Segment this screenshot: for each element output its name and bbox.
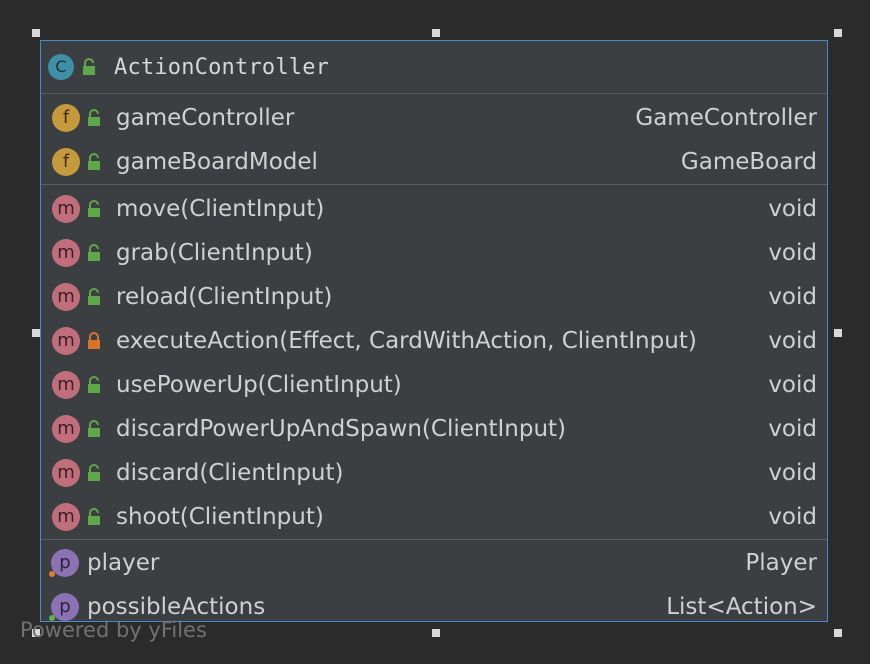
property-icon: p — [49, 593, 79, 621]
field-type: GameBoard — [680, 149, 817, 175]
resize-handle-bottom-center[interactable] — [432, 629, 440, 637]
method-return-type: void — [768, 284, 817, 310]
method-row[interactable]: m discardPowerUpAndSpawn(ClientInput) vo… — [41, 407, 827, 451]
method-name: move(ClientInput) — [116, 196, 325, 222]
method-icon: m — [52, 195, 80, 223]
method-name: usePowerUp(ClientInput) — [116, 372, 402, 398]
method-row[interactable]: m usePowerUp(ClientInput) void — [41, 363, 827, 407]
method-row[interactable]: m executeAction(Effect, CardWithAction, … — [41, 319, 827, 363]
method-icon: m — [52, 459, 80, 487]
method-icon: m — [52, 415, 80, 443]
fields-section: f gameController GameController f gameBo… — [41, 94, 827, 185]
method-return-type: void — [768, 196, 817, 222]
resize-handle-bottom-right[interactable] — [834, 629, 842, 637]
resize-handle-middle-right[interactable] — [834, 329, 842, 337]
method-return-type: void — [768, 460, 817, 486]
field-name: gameBoardModel — [116, 149, 318, 175]
resize-handle-top-left[interactable] — [32, 29, 40, 37]
methods-section: m move(ClientInput) void m grab(ClientIn… — [41, 185, 827, 540]
method-icon: m — [52, 283, 80, 311]
method-name: shoot(ClientInput) — [116, 504, 324, 530]
public-lock-icon — [88, 288, 100, 305]
property-name: player — [87, 550, 160, 576]
public-lock-icon — [88, 464, 100, 481]
getter-marker-icon — [49, 571, 55, 577]
public-lock-icon — [88, 244, 100, 261]
method-return-type: void — [768, 240, 817, 266]
field-name: gameController — [116, 105, 295, 131]
method-icon: m — [52, 371, 80, 399]
method-return-type: void — [768, 416, 817, 442]
field-type: GameController — [635, 105, 817, 131]
method-return-type: void — [768, 504, 817, 530]
method-name: discard(ClientInput) — [116, 460, 344, 486]
property-badge-letter: p — [59, 596, 71, 617]
resize-handle-top-center[interactable] — [432, 29, 440, 37]
field-icon: f — [52, 148, 80, 176]
class-node-action-controller[interactable]: C ActionController f gameController Game… — [40, 40, 828, 622]
method-row[interactable]: m grab(ClientInput) void — [41, 231, 827, 275]
public-lock-icon — [88, 109, 100, 126]
public-lock-icon — [88, 508, 100, 525]
property-badge-letter: p — [59, 552, 71, 573]
public-lock-icon — [88, 376, 100, 393]
public-lock-icon — [88, 200, 100, 217]
property-row[interactable]: p possibleActions List<Action> — [41, 585, 827, 629]
resize-handle-bottom-left[interactable] — [32, 629, 40, 637]
property-icon: p — [49, 549, 79, 577]
method-name: reload(ClientInput) — [116, 284, 333, 310]
class-header[interactable]: C ActionController — [41, 41, 827, 94]
method-return-type: void — [768, 372, 817, 398]
property-type: List<Action> — [666, 594, 817, 620]
public-lock-icon — [88, 420, 100, 437]
method-icon: m — [52, 327, 80, 355]
method-return-type: void — [768, 328, 817, 354]
public-lock-icon — [83, 58, 95, 75]
getter-marker-icon — [49, 615, 55, 621]
properties-section: p player Player p possibleActions List<A… — [41, 540, 827, 629]
field-row[interactable]: f gameController GameController — [41, 96, 827, 140]
field-row[interactable]: f gameBoardModel GameBoard — [41, 140, 827, 184]
property-name: possibleActions — [87, 594, 266, 620]
method-row[interactable]: m shoot(ClientInput) void — [41, 495, 827, 539]
method-row[interactable]: m reload(ClientInput) void — [41, 275, 827, 319]
method-row[interactable]: m move(ClientInput) void — [41, 187, 827, 231]
method-name: discardPowerUpAndSpawn(ClientInput) — [116, 416, 567, 442]
method-name: executeAction(Effect, CardWithAction, Cl… — [116, 328, 697, 354]
public-lock-icon — [88, 153, 100, 170]
method-name: grab(ClientInput) — [116, 240, 313, 266]
resize-handle-top-right[interactable] — [834, 29, 842, 37]
class-icon: C — [48, 54, 74, 80]
class-name: ActionController — [114, 54, 330, 80]
method-icon: m — [52, 503, 80, 531]
property-type: Player — [745, 550, 817, 576]
method-row[interactable]: m discard(ClientInput) void — [41, 451, 827, 495]
field-icon: f — [52, 104, 80, 132]
resize-handle-middle-left[interactable] — [32, 329, 40, 337]
private-lock-icon — [88, 332, 100, 349]
method-icon: m — [52, 239, 80, 267]
watermark: Powered by yFiles — [20, 618, 207, 642]
property-row[interactable]: p player Player — [41, 541, 827, 585]
